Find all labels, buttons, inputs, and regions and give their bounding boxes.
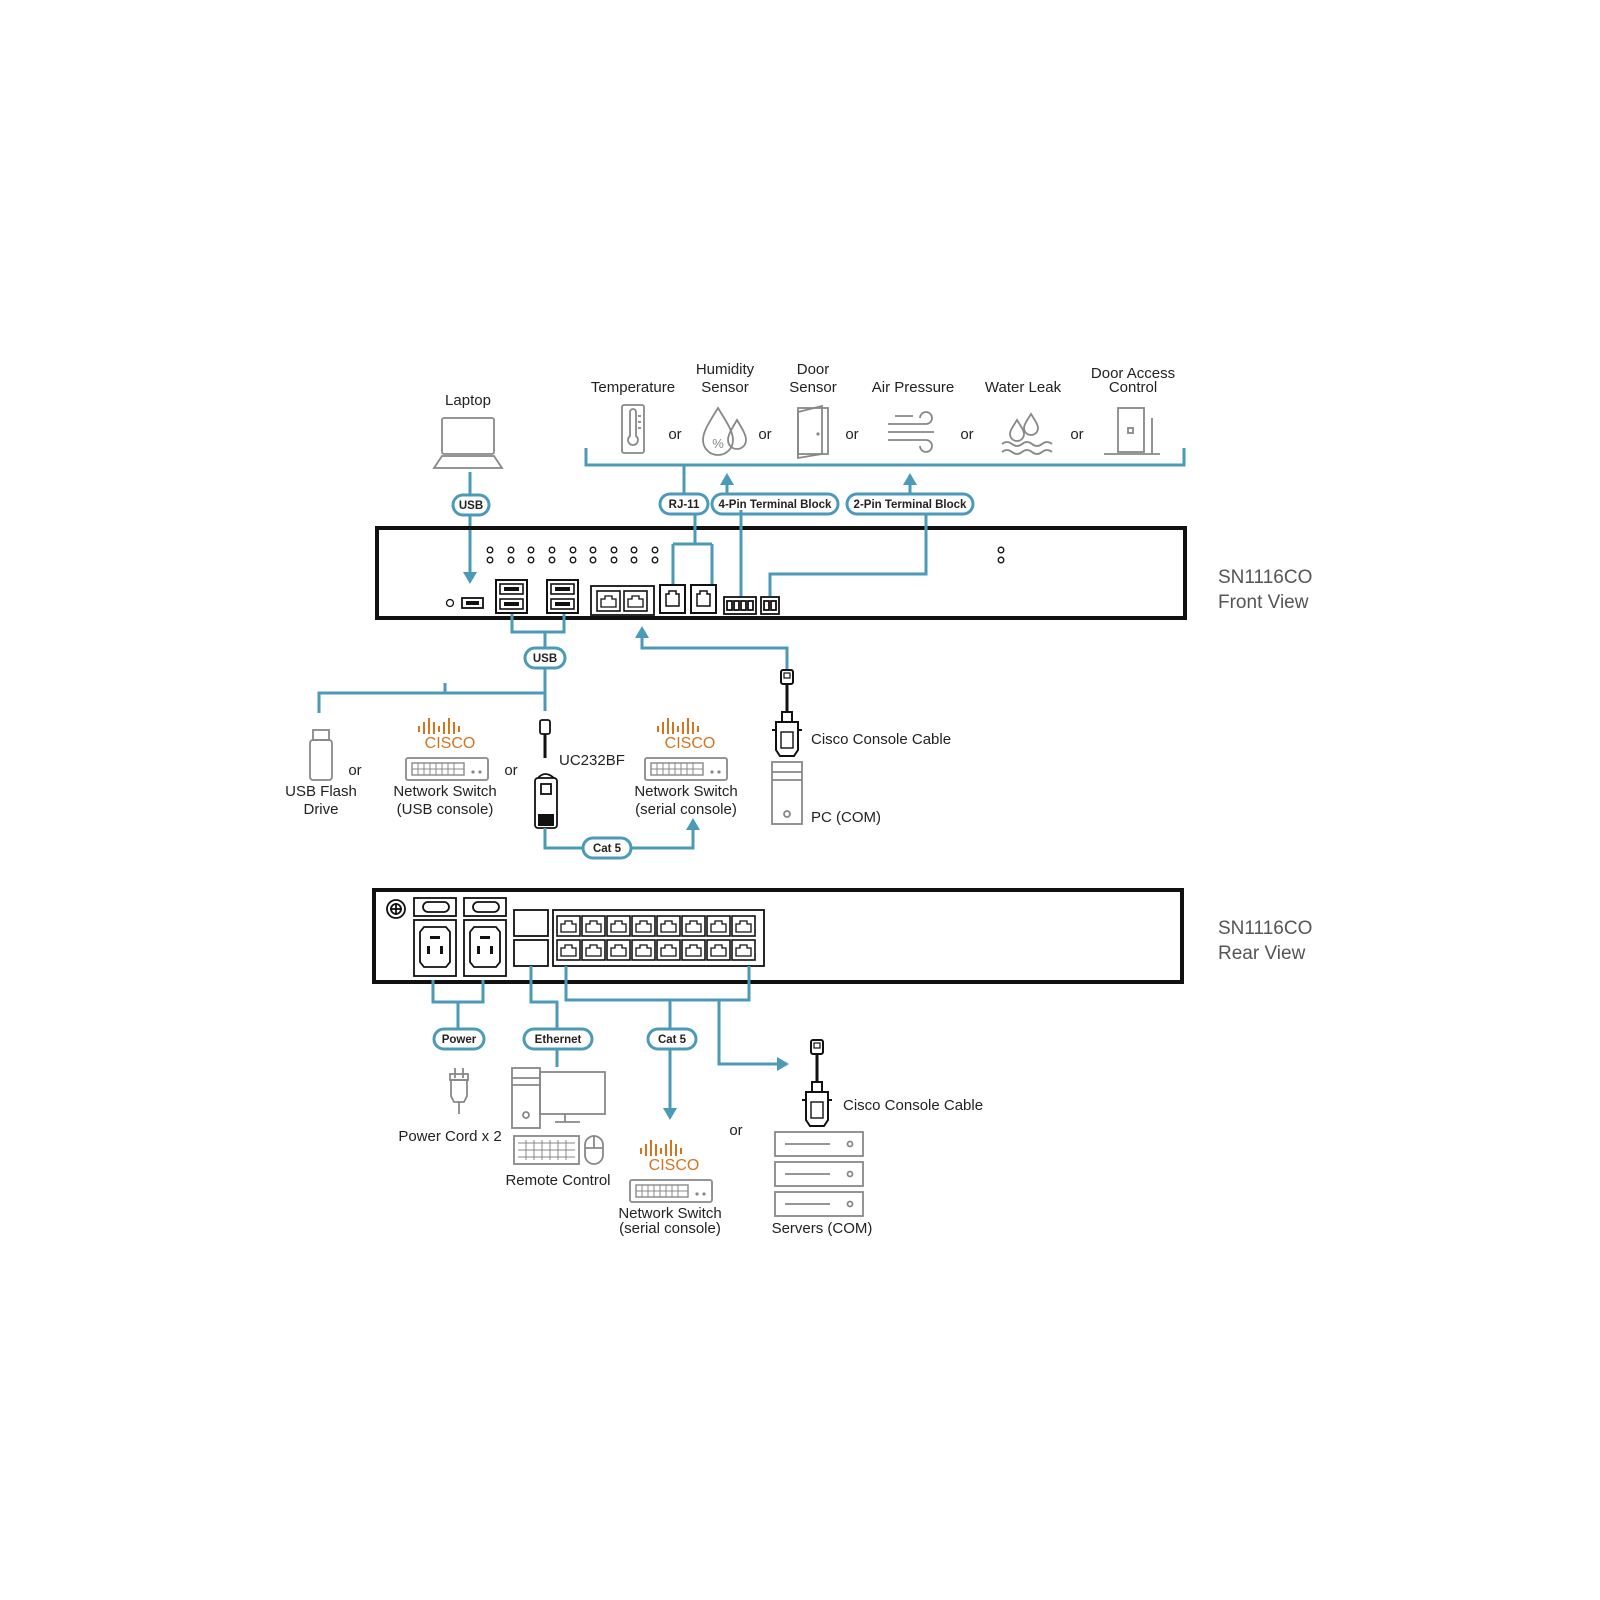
rear-view-label: Rear View	[1218, 943, 1306, 964]
humidity-label-1: Humidity	[696, 361, 755, 378]
network-switch-icon	[405, 757, 489, 781]
or-label: or	[348, 762, 361, 779]
ground-screw-icon	[386, 899, 406, 919]
or-label: or	[758, 426, 771, 443]
svg-text:CISCO: CISCO	[649, 1157, 700, 1174]
cisco-cable-label-rear: Cisco Console Cable	[843, 1097, 983, 1114]
or-label: or	[668, 426, 681, 443]
reset-button-icon	[445, 598, 455, 608]
front-model-label: SN1116CO	[1218, 567, 1312, 588]
2pin-terminal-icon	[760, 596, 780, 615]
water-leak-icon	[1001, 412, 1053, 455]
ethernet-port-icon	[590, 585, 655, 616]
rear-view-diagram: SN1116CO Rear View Power Ethernet Cat 5 …	[372, 888, 1312, 1237]
thermometer-icon	[621, 404, 645, 454]
rear-chassis	[372, 888, 1184, 984]
network-switch-icon	[629, 1179, 713, 1203]
usb-flash-label-1: USB Flash	[285, 783, 357, 800]
uc232bf-label: UC232BF	[559, 752, 625, 769]
or-label: or	[1070, 426, 1083, 443]
door-access-label-1: Door Access	[1091, 365, 1175, 382]
cisco-console-cable-icon	[800, 1038, 834, 1128]
micro-usb-port-icon	[461, 597, 484, 609]
door-access-icon	[1104, 407, 1160, 455]
switch-serial-label-rear-2: (serial console)	[619, 1220, 721, 1237]
or-label: or	[845, 426, 858, 443]
ethernet-pill: Ethernet	[535, 1034, 582, 1046]
rj11-port-icon	[659, 584, 686, 614]
laptop-label: Laptop	[445, 392, 491, 409]
cisco-console-cable-icon	[770, 668, 804, 758]
usb-pill-top: USB	[459, 500, 483, 512]
serial-ports-16-icon	[552, 909, 765, 967]
humidity-label-2: Sensor	[701, 379, 749, 396]
switch-usb-label-2: (USB console)	[397, 801, 494, 818]
switch-serial-label-rear-1: Network Switch	[618, 1205, 721, 1222]
switch-serial-label-1: Network Switch	[634, 783, 737, 800]
pc-tower-icon	[771, 761, 803, 825]
usb-port-icon	[546, 579, 579, 614]
power-inlet-icon	[463, 919, 507, 977]
svg-text:CISCO: CISCO	[665, 735, 716, 752]
switch-serial-label-2: (serial console)	[635, 801, 737, 818]
or-label: or	[729, 1122, 742, 1139]
rear-model-label: SN1116CO	[1218, 918, 1312, 939]
door-label-2: Sensor	[789, 379, 837, 396]
rj11-port-icon	[690, 584, 717, 614]
2pin-terminal-pill: 2-Pin Terminal Block	[854, 499, 968, 511]
door-access-label-2: Control	[1109, 379, 1157, 396]
usb-flash-drive-icon	[309, 729, 333, 781]
usb-port-icon	[495, 579, 528, 614]
humidity-drop-icon: %	[702, 406, 747, 456]
servers-icon	[774, 1131, 864, 1217]
4pin-terminal-icon	[723, 596, 757, 615]
front-chassis	[375, 526, 1187, 620]
svg-text:CISCO: CISCO	[425, 735, 476, 752]
cisco-logo-icon: CISCO	[657, 718, 715, 752]
switch-usb-label-1: Network Switch	[393, 783, 496, 800]
front-view-label: Front View	[1218, 592, 1309, 613]
wind-icon	[888, 411, 934, 453]
4pin-terminal-pill: 4-Pin Terminal Block	[719, 499, 833, 511]
cisco-logo-icon: CISCO	[640, 1140, 699, 1174]
water-leak-label: Water Leak	[985, 379, 1062, 396]
temperature-label: Temperature	[591, 379, 675, 396]
remote-pc-icon	[511, 1067, 606, 1165]
rj11-pill: RJ-11	[669, 499, 700, 511]
or-label: or	[504, 762, 517, 779]
remote-control-label: Remote Control	[505, 1172, 610, 1189]
lan-port-icon	[513, 909, 549, 967]
power-switch-icon	[413, 897, 457, 917]
cat5-pill-front: Cat 5	[593, 843, 622, 855]
power-pill: Power	[442, 1034, 477, 1046]
usb-flash-label-2: Drive	[303, 801, 338, 818]
servers-label: Servers (COM)	[772, 1220, 873, 1237]
or-label: or	[960, 426, 973, 443]
air-pressure-label: Air Pressure	[872, 379, 955, 396]
uc232bf-adapter-icon	[534, 719, 558, 829]
cat5-pill-rear: Cat 5	[658, 1034, 687, 1046]
usb-pill-bottom: USB	[533, 653, 557, 665]
pc-com-label: PC (COM)	[811, 809, 881, 826]
door-icon	[797, 404, 829, 460]
power-cord-label: Power Cord x 2	[398, 1128, 501, 1145]
door-label-1: Door	[797, 361, 830, 378]
network-switch-icon	[644, 757, 728, 781]
cisco-cable-label-front: Cisco Console Cable	[811, 731, 951, 748]
power-inlet-icon	[413, 919, 457, 977]
power-cord-icon	[449, 1068, 469, 1114]
svg-text:%: %	[712, 436, 724, 451]
cisco-logo-icon: CISCO	[418, 718, 475, 752]
laptop-icon	[432, 417, 504, 469]
front-view-diagram: Laptop Temperature Humidity Sensor Door …	[285, 361, 1312, 860]
power-switch-icon	[463, 897, 507, 917]
